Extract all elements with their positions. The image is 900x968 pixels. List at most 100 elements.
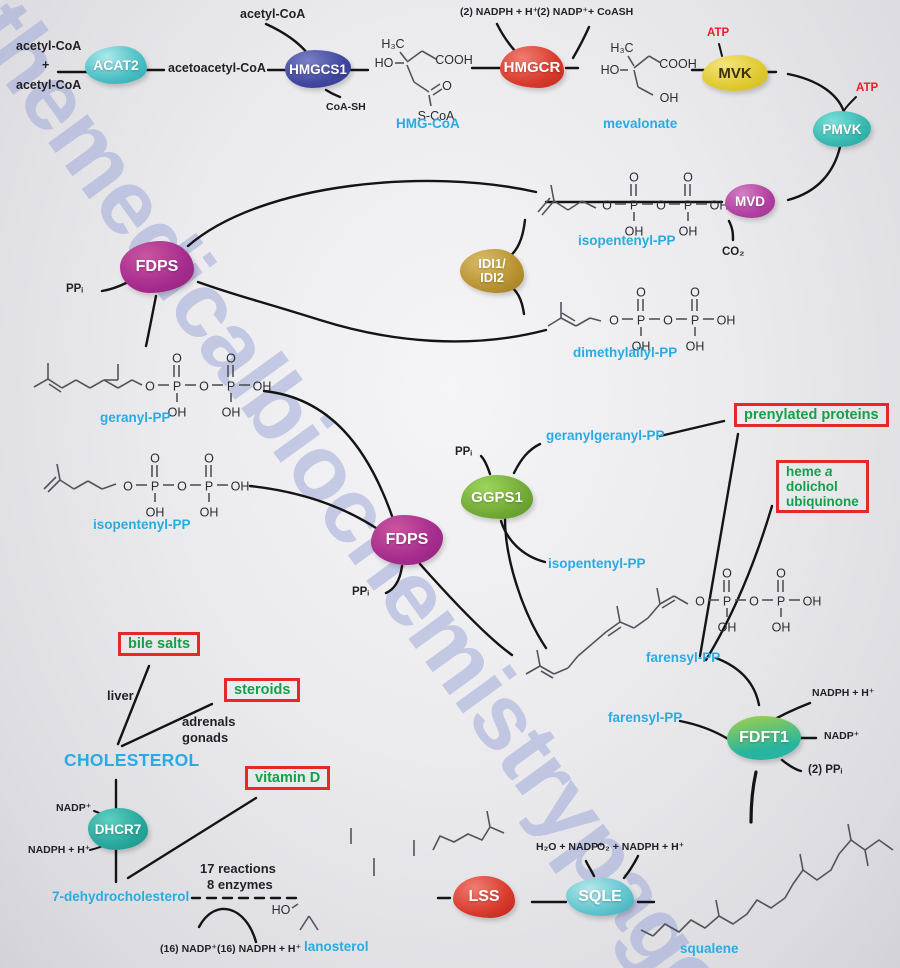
structure-hmg-coa: H₃C HO COOH O S-CoA (375, 37, 473, 123)
svg-text:P: P (684, 199, 692, 213)
enzyme-sqle: SQLE (566, 878, 634, 916)
svg-text:OH: OH (632, 340, 651, 354)
svg-text:O: O (749, 595, 759, 609)
arrow-fdft1-ppi (780, 758, 803, 773)
arrow-ggps1-ppi (479, 454, 492, 476)
arrow-cholesterol-steroids (120, 702, 214, 748)
label-acetyl-coa-top: acetyl-CoA (240, 7, 306, 21)
svg-text:O: O (145, 380, 155, 394)
svg-text:P: P (205, 480, 213, 494)
svg-text:O: O (722, 567, 732, 581)
box-heme-dolichol-ubiquinone: heme a dolichol ubiquinone (776, 460, 869, 514)
svg-text:OH: OH (200, 506, 219, 520)
svg-text:OH: OH (168, 406, 187, 420)
arrow-sqle-h2o (584, 859, 596, 878)
enzyme-fdft1: FDFT1 (727, 716, 801, 760)
svg-text:H₃C: H₃C (610, 41, 633, 55)
svg-text:O: O (177, 480, 187, 494)
svg-text:S-CoA: S-CoA (418, 109, 455, 123)
svg-text:HO: HO (601, 63, 620, 77)
label-ppi-ggps1: PPᵢ (455, 446, 472, 458)
svg-text:OH: OH (146, 506, 165, 520)
label-liver: liver (107, 688, 134, 703)
svg-text:OH: OH (710, 199, 729, 213)
arrow-ggpp-prenylated (658, 419, 726, 438)
svg-text:HO: HO (375, 56, 394, 70)
svg-text:O: O (172, 352, 182, 366)
arrow-atp1-mvk (718, 43, 723, 57)
label-16nadp: (16) NADP⁺ (160, 943, 217, 955)
svg-text:COOH: COOH (435, 53, 473, 67)
svg-text:O: O (150, 452, 160, 466)
arrow-hmgcr-nadp (571, 25, 591, 60)
enzyme-lss: LSS (453, 876, 515, 918)
svg-text:O: O (123, 480, 133, 494)
label-farensyl-pp-2: farensyl-PP (608, 710, 683, 725)
label-ppi-fdps2: PPᵢ (352, 586, 369, 598)
svg-text:P: P (637, 314, 645, 328)
enzyme-dhcr7: DHCR7 (88, 808, 148, 850)
label-h2o-nadp: H₂O + NADP⁺ (536, 841, 604, 853)
svg-text:O: O (663, 314, 673, 328)
label-7-dehydrocholesterol: 7-dehydrocholesterol (52, 889, 190, 904)
label-acetoacetyl-coa: acetoacetyl-CoA (168, 61, 266, 75)
svg-text:O: O (602, 199, 612, 213)
label-isopentenyl-pp-3: isopentenyl-PP (548, 556, 646, 571)
enzyme-pmvk: PMVK (813, 111, 871, 147)
svg-text:P: P (777, 595, 785, 609)
label-2ppi-fdft1: (2) PPᵢ (808, 764, 843, 776)
svg-text:O: O (695, 595, 705, 609)
label-co2: CO₂ (722, 246, 745, 258)
arrow-hmgcs1-coash (324, 88, 342, 99)
label-dimethylallyl-pp: dimethylallyl-PP (573, 345, 678, 360)
svg-text:P: P (227, 380, 235, 394)
arrow-ggps1-ggpp (512, 442, 542, 475)
svg-text:O: O (690, 286, 700, 300)
label-isopentenyl-pp-2: isopentenyl-PP (93, 517, 191, 532)
enzyme-ggps1: GGPS1 (461, 475, 533, 519)
label-coa-sh: CoA-SH (326, 101, 366, 113)
arrow-fdft1-squalene (749, 770, 758, 824)
svg-text:OH: OH (222, 406, 241, 420)
label-adrenals: adrenals (182, 714, 236, 729)
label-acetyl-coa-2: acetyl-CoA (16, 78, 82, 92)
arrow-dmapp-fdps1 (196, 280, 548, 343)
svg-text:OH: OH (717, 314, 736, 328)
label-lanosterol: lanosterol (304, 939, 369, 954)
label-nadph-fdft1: NADPH + H⁺ (812, 687, 875, 699)
label-2nadph: (2) NADPH + H⁺ (460, 6, 539, 18)
svg-text:O: O (442, 79, 452, 93)
arrow-fpp1-fdft1 (714, 656, 761, 707)
label-nadp-fdft1: NADP⁺ (824, 730, 860, 742)
svg-text:HO: HO (272, 903, 291, 917)
svg-text:O: O (204, 452, 214, 466)
arrow-acetylcoa-hmgcs1 (264, 22, 310, 56)
arrow-fdps2-farnesyl (418, 562, 514, 657)
arrow-ipp2-fdps2 (248, 484, 378, 530)
svg-text:OH: OH (718, 621, 737, 635)
svg-text:O: O (683, 171, 693, 185)
label-8-enzymes: 8 enzymes (207, 877, 273, 892)
svg-text:O: O (776, 567, 786, 581)
label-atp-1: ATP (707, 27, 730, 39)
svg-text:P: P (151, 480, 159, 494)
label-nadph-dhcr7: NADPH + H⁺ (28, 844, 91, 856)
enzyme-fdps-2: FDPS (371, 515, 443, 565)
svg-text:O: O (656, 199, 666, 213)
label-nadp-dhcr7: NADP⁺ (56, 802, 92, 814)
label-ppi-fdps1: PPᵢ (66, 283, 83, 295)
label-o2-nadph: O₂ + NADPH + H⁺ (597, 841, 685, 853)
label-mevalonate: mevalonate (603, 116, 678, 131)
structure-lanosterol: HO (272, 810, 505, 931)
svg-text:O: O (636, 286, 646, 300)
svg-text:COOH: COOH (659, 57, 697, 71)
arrow-o2-sqle (622, 854, 640, 880)
structure-mevalonate: H₃C HO COOH OH (601, 41, 697, 105)
label-geranyl-pp: geranyl-PP (100, 410, 171, 425)
structure-squalene (640, 823, 894, 937)
